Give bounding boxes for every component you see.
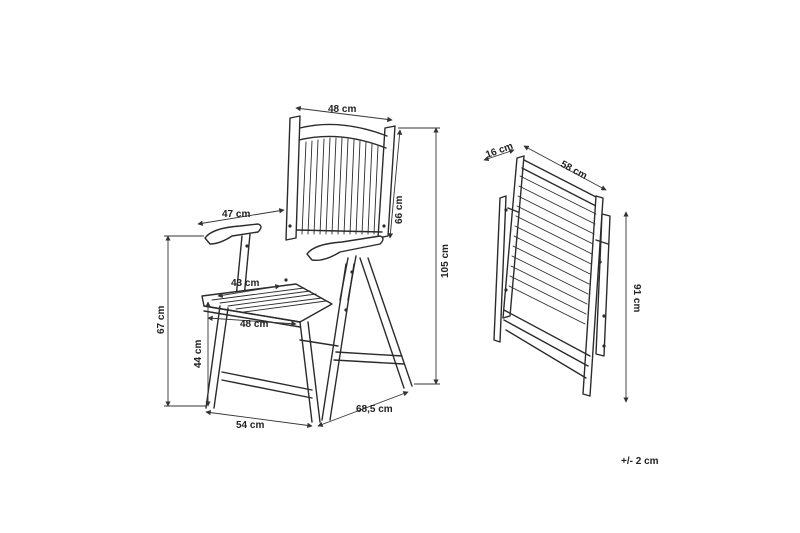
label-base-depth: 68,5 cm <box>356 404 393 415</box>
label-base-width: 54 cm <box>236 420 264 431</box>
label-folded-width: 58 cm <box>559 159 589 182</box>
label-arm-height: 67 cm <box>156 306 167 334</box>
label-back-height: 66 cm <box>394 196 405 224</box>
folded-slats <box>508 175 597 325</box>
back-slats <box>301 137 379 235</box>
label-armrest-length: 47 cm <box>222 209 250 220</box>
dimension-lines-open <box>164 105 440 429</box>
back-top-rail <box>299 123 388 137</box>
label-total-height: 105 cm <box>440 244 451 278</box>
armrest-right <box>306 235 384 262</box>
back-post-right <box>377 125 396 239</box>
open-chair-drawing <box>201 115 413 423</box>
label-back-width: 48 cm <box>328 104 356 115</box>
folded-chair-drawing <box>493 155 611 397</box>
dimension-labels: 48 cm 47 cm 66 cm 105 cm 43 cm 48 cm 67 … <box>156 104 659 467</box>
label-folded-height: 91 cm <box>631 284 642 312</box>
back-post-left <box>285 115 301 241</box>
label-seat-depth: 43 cm <box>231 278 259 289</box>
label-seat-width: 48 cm <box>240 319 268 330</box>
front-leg-right <box>299 321 313 423</box>
dimension-lines-folded <box>483 145 629 403</box>
label-seat-height: 44 cm <box>193 340 204 368</box>
armrest-left <box>204 223 262 245</box>
tolerance-note: +/- 2 cm <box>621 456 659 467</box>
label-folded-thickness: 16 cm <box>484 141 515 161</box>
